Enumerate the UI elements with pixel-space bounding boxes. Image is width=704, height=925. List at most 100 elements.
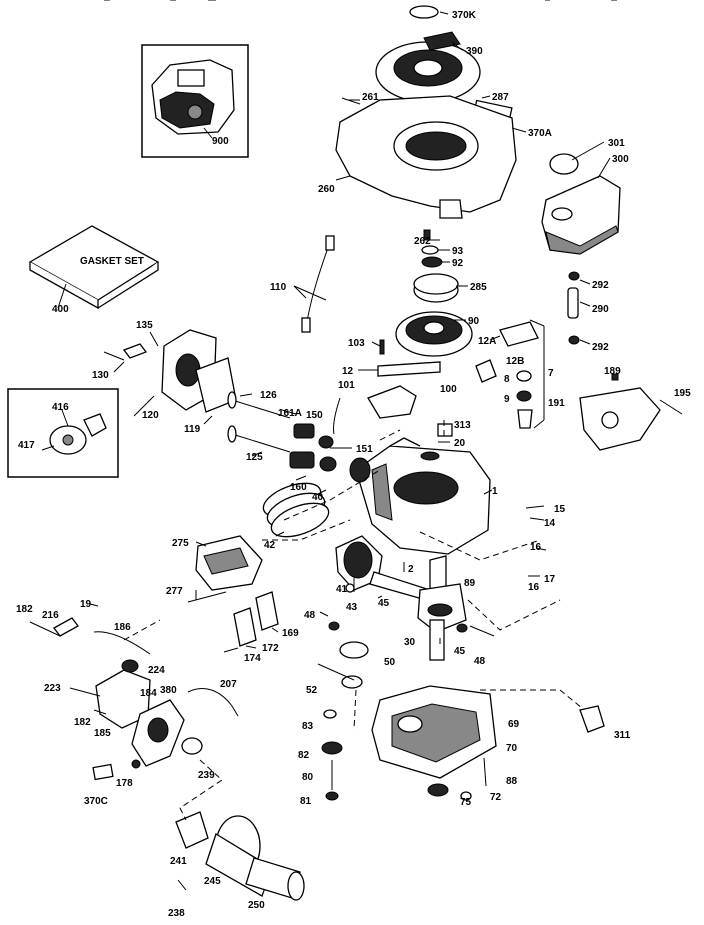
part-label-101: 101 — [338, 380, 355, 391]
oil-pump — [321, 709, 343, 801]
part-label-400: 400 — [52, 304, 69, 315]
part-label-30: 30 — [404, 637, 416, 648]
part-label-241: 241 — [170, 856, 187, 867]
breather-assembly — [103, 329, 237, 413]
engine-inset — [141, 44, 249, 158]
assembly-lines — [123, 420, 583, 821]
part-label-178: 178 — [116, 778, 133, 789]
part-label-50: 50 — [384, 657, 396, 668]
part-label-69: 69 — [508, 719, 520, 730]
control-bracket — [579, 373, 683, 451]
part-label-1: 1 — [492, 486, 498, 497]
part-label-16a: 16 — [530, 542, 542, 553]
part-label-7: 7 — [548, 368, 554, 379]
part-label-41: 41 — [336, 584, 348, 595]
cylinder-block — [349, 423, 491, 555]
air-cleaner — [175, 811, 305, 901]
part-label-15: 15 — [554, 504, 566, 515]
part-label-135: 135 — [136, 320, 153, 331]
part-label-81: 81 — [300, 796, 312, 807]
part-label-16b: 16 — [528, 582, 540, 593]
part-label-169: 169 — [282, 628, 299, 639]
part-label-120: 120 — [142, 410, 159, 421]
part-label-292a: 292 — [592, 280, 609, 291]
part-label-75: 75 — [460, 797, 472, 808]
part-label-195: 195 — [674, 388, 691, 399]
part-label-72: 72 — [490, 792, 502, 803]
part-label-48a: 48 — [304, 610, 316, 621]
part-label-189: 189 — [604, 366, 621, 377]
part-label-80: 80 — [302, 772, 314, 783]
part-label-92: 92 — [452, 258, 464, 269]
part-label-161a: 161A — [278, 408, 302, 419]
part-label-103: 103 — [348, 338, 365, 349]
part-label-223: 223 — [44, 683, 61, 694]
part-label-380: 380 — [160, 685, 177, 696]
governor-linkage — [29, 617, 151, 655]
gasket-set-text: GASKET SET — [80, 256, 144, 267]
part-label-12b: 12B — [506, 356, 524, 367]
part-label-110: 110 — [270, 282, 287, 293]
part-label-900: 900 — [212, 136, 229, 147]
part-label-285: 285 — [470, 282, 487, 293]
valve-train — [227, 391, 341, 472]
part-label-184: 184 — [140, 688, 157, 699]
part-label-82: 82 — [298, 750, 310, 761]
part-label-277: 277 — [166, 586, 183, 597]
part-label-119: 119 — [184, 424, 201, 435]
part-label-261: 261 — [362, 92, 379, 103]
piston-rod — [335, 535, 431, 601]
part-label-9: 9 — [504, 394, 510, 405]
part-label-216: 216 — [42, 610, 59, 621]
part-label-416: 416 — [52, 402, 69, 413]
part-label-45b: 45 — [454, 646, 466, 657]
part-label-70: 70 — [506, 743, 518, 754]
leader-lines — [89, 11, 611, 649]
sump-base — [371, 685, 497, 779]
gasket-set: GASKET SET — [28, 225, 160, 310]
part-label-42: 42 — [264, 540, 276, 551]
part-label-191: 191 — [548, 398, 565, 409]
intake-gaskets — [223, 591, 279, 653]
part-label-186: 186 — [114, 622, 131, 633]
part-label-126: 126 — [260, 390, 277, 401]
part-label-292b: 292 — [592, 342, 609, 353]
part-label-287: 287 — [492, 92, 509, 103]
part-label-125: 125 — [246, 452, 263, 463]
part-label-245: 245 — [204, 876, 221, 887]
part-label-172: 172 — [262, 643, 279, 654]
part-label-207: 207 — [220, 679, 237, 690]
part-label-311: 311 — [614, 730, 631, 741]
part-label-262: 262 — [414, 236, 431, 247]
part-label-19: 19 — [80, 599, 92, 610]
part-label-52: 52 — [306, 685, 318, 696]
part-label-43: 43 — [346, 602, 358, 613]
part-label-17: 17 — [544, 574, 556, 585]
part-label-290: 290 — [592, 304, 609, 315]
part-label-417: 417 — [18, 440, 35, 451]
part-label-160: 160 — [290, 482, 307, 493]
part-label-8: 8 — [504, 374, 510, 385]
part-label-182b: 182 — [74, 717, 91, 728]
part-label-48b: 48 — [474, 656, 486, 667]
part-label-238: 238 — [168, 908, 185, 919]
part-label-301: 301 — [608, 138, 625, 149]
part-label-250: 250 — [248, 900, 265, 911]
part-label-313: 313 — [454, 420, 471, 431]
fuel-line — [567, 271, 580, 345]
bracket-stack — [516, 319, 545, 429]
part-label-45a: 45 — [378, 598, 390, 609]
part-label-370k: 370K — [452, 10, 477, 21]
piston-rings — [262, 482, 330, 538]
part-label-275: 275 — [172, 538, 189, 549]
part-label-300: 300 — [612, 154, 629, 165]
ignition-assembly — [367, 321, 539, 419]
part-label-2: 2 — [408, 564, 414, 575]
part-label-260: 260 — [318, 184, 335, 195]
part-label-182a: 182 — [16, 604, 33, 615]
blower-housing — [335, 95, 517, 219]
part-label-12: 12 — [342, 366, 354, 377]
part-label-12a: 12A — [478, 336, 496, 347]
